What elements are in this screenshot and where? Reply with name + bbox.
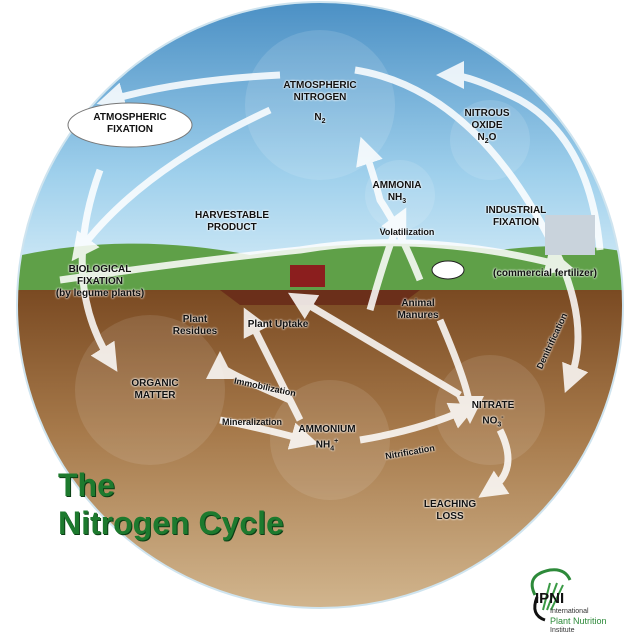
flow-arrows — [59, 61, 604, 498]
logo-line-2: Plant Nutrition — [550, 616, 607, 626]
commercial-fertilizer-label: (commercial fertilizer) — [493, 268, 597, 279]
cloud — [67, 102, 193, 148]
field-furrows — [220, 290, 420, 305]
logo-line-3: Institute — [550, 627, 575, 634]
factory — [545, 215, 595, 255]
volatilization-label: Volatilization — [379, 227, 435, 237]
mineralization-label: Mineralization — [221, 417, 283, 427]
ipni-logo-icon — [530, 568, 572, 622]
n2-formula: N2 — [314, 112, 326, 125]
tractor — [290, 265, 325, 287]
logo-acronym: IPNI — [535, 590, 565, 607]
plant-uptake-label: Plant Uptake — [247, 319, 309, 330]
cow — [431, 260, 465, 280]
logo-line-1: International — [550, 608, 589, 615]
